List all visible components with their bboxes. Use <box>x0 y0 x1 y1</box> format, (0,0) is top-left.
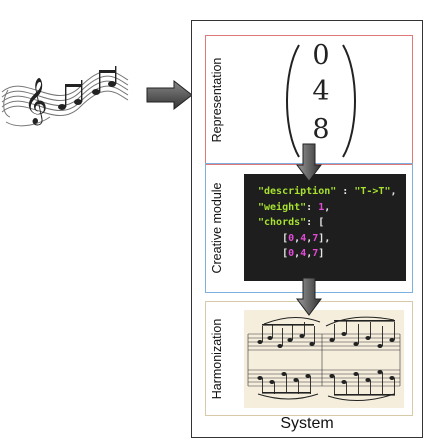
down-arrow-1 <box>296 143 322 182</box>
system-box: Representation 0 4 8 Creative module "de… <box>191 20 423 438</box>
harmonization-panel: Harmonization <box>205 301 413 416</box>
code-line: "description" : "T->T", <box>258 186 397 197</box>
representation-label: Representation <box>210 57 224 143</box>
left-paren <box>286 44 300 158</box>
system-label: System <box>280 415 334 432</box>
vector-entry: 4 <box>312 76 330 107</box>
sheet-music-image <box>244 310 404 408</box>
creative-module-panel: Creative module "description" : "T->T","… <box>205 163 413 293</box>
code-line: "chords": [ <box>258 217 325 228</box>
down-arrow-2 <box>296 277 322 316</box>
svg-text:𝄞: 𝄞 <box>24 78 48 126</box>
code-block: "description" : "T->T", "weight": 1, "chor… <box>244 174 406 281</box>
code-line: [0,4,7] <box>282 248 325 259</box>
code-line: [0,4,7], <box>282 232 331 244</box>
input-arrow <box>146 80 193 110</box>
music-notes-icon: 𝄞 <box>1 66 129 127</box>
harmonization-label: Harmonization <box>210 318 224 399</box>
vector: 0 4 8 <box>281 40 361 160</box>
vector-entry: 0 <box>312 40 330 71</box>
vector-entry: 8 <box>312 114 330 145</box>
creative-module-label: Creative module <box>210 182 224 274</box>
code-line: "weight": 1, <box>258 201 331 213</box>
right-paren <box>342 44 356 158</box>
